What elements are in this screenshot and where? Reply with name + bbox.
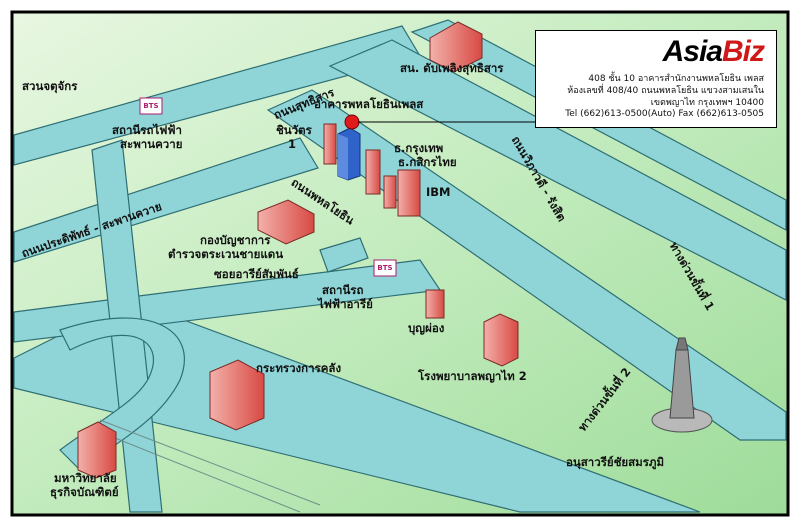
company-logo: AsiaBiz <box>662 35 765 69</box>
svg-text:BTS: BTS <box>377 264 392 272</box>
address-line-1: 408 ชั้น 10 อาคารสำนักงานพหลโยธิน เพลส <box>588 74 764 84</box>
address-line-3: เขตพญาไท กรุงเทพฯ 10400 <box>650 98 764 108</box>
label-university-2: ธุรกิจบัณฑิตย์ <box>50 485 119 499</box>
road-vibhavadi <box>328 39 787 301</box>
label-border-police-2: ตำรวจตระเวนชายแดน <box>168 247 284 261</box>
label-victory-monument: อนุสาวรีย์ชัยสมรภูมิ <box>566 455 665 469</box>
label-chatuchak-park: สวนจตุจักร <box>22 79 78 93</box>
building-finance-ministry <box>209 359 265 431</box>
label-finance-ministry: กระทรวงการคลัง <box>256 361 342 375</box>
building-boonphong <box>425 289 445 319</box>
label-bts-saphan-khwai-1: สถานีรถไฟฟ้า <box>112 123 182 137</box>
label-shinawatra: ชินวัตร <box>276 123 312 137</box>
road-soi-ari <box>319 237 369 273</box>
road-pradipat <box>13 137 319 263</box>
canal-line <box>99 419 321 506</box>
building-kasikorn <box>383 175 397 209</box>
label-office-building: อาคารพหลโยธินเพลส <box>314 97 424 111</box>
building-fire-station <box>429 21 483 73</box>
svg-text:BTS: BTS <box>143 102 158 110</box>
label-bts-ari-2: ไฟฟ้าอารีย์ <box>318 297 373 311</box>
label-border-police-1: กองบัญชาการ <box>200 233 271 247</box>
building-office-tower <box>337 127 361 181</box>
label-shinawatra-num: 1 <box>288 137 297 151</box>
building-shinawatra <box>323 123 337 165</box>
location-marker-icon <box>344 114 536 130</box>
label-bts-saphan-khwai-2: สะพานควาย <box>120 137 183 151</box>
building-bangkok-bank <box>365 149 381 195</box>
label-bts-ari-1: สถานีรถ <box>322 283 364 297</box>
label-kasikorn-bank: ธ.กสิกรไทย <box>398 155 457 169</box>
company-info-box: AsiaBiz 408 ชั้น 10 อาคารสำนักงานพหลโยธิ… <box>535 30 777 128</box>
building-border-police <box>257 199 315 245</box>
building-hospital <box>483 313 519 367</box>
canal-line <box>99 431 301 513</box>
address-line-2: ห้องเลขที่ 408/40 ถนนพหลโยธิน แขวงสามเสน… <box>567 86 764 96</box>
label-ibm: IBM <box>426 185 451 199</box>
bts-logo-icon: BTS <box>139 97 163 115</box>
contact-line: Tel (662)613-0500(Auto) Fax (662)613-050… <box>565 109 764 119</box>
label-phyathai-hospital: โรงพยาบาลพญาไท 2 <box>418 369 527 383</box>
road-label-soi-ari: ซอยอารีย์สัมพันธ์ <box>214 267 299 281</box>
label-fire-station: สน. ดับเพลิงสุทธิสาร <box>400 61 504 75</box>
label-bangkok-bank: ธ.กรุงเทพ <box>394 141 444 155</box>
logo-accent: Biz <box>722 35 765 68</box>
victory-monument-icon <box>651 337 713 433</box>
building-university <box>77 421 117 479</box>
logo-main: Asia <box>662 35 723 68</box>
bts-logo-icon: BTS <box>373 259 397 277</box>
building-ibm <box>397 169 421 217</box>
label-boonphong: บุญผ่อง <box>408 321 445 335</box>
label-university-1: มหาวิทยาลัย <box>54 471 117 485</box>
